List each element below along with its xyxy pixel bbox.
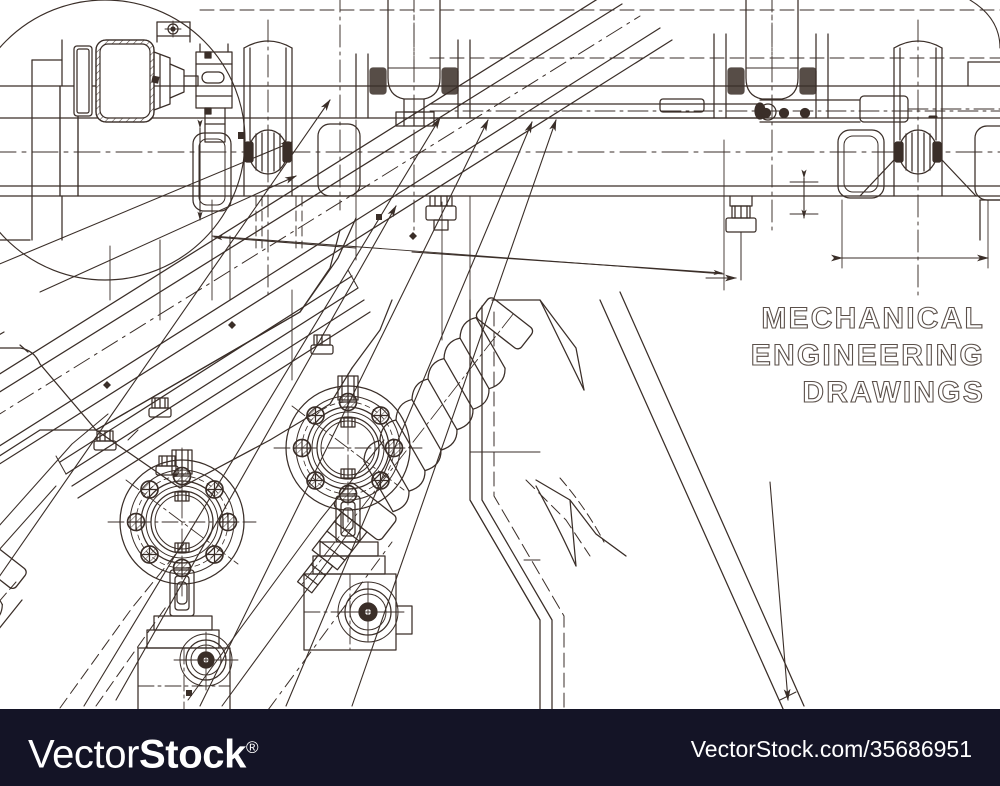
diagonal-main-beam	[0, 0, 673, 465]
top-cylinder-center	[355, 0, 471, 127]
lower-left-plate	[0, 581, 23, 629]
vectorstock-logo: VectorStock®	[28, 726, 258, 776]
title-line-1: MECHANICAL	[761, 301, 985, 335]
watermark-url: VectorStock.com/35686951	[690, 736, 972, 762]
secondary-coil-spring	[0, 542, 27, 625]
valve-stem-bottom	[335, 468, 361, 543]
chute-center-dots	[103, 232, 417, 389]
title-line-2: ENGINEERING	[750, 338, 985, 372]
top-beam-hidden-lines	[199, 9, 1000, 59]
vertical-centerlines	[267, 0, 919, 301]
hanging-bolt-fitting	[725, 195, 757, 281]
diagonal-hopper-outline	[0, 217, 393, 369]
brand-bold-text: Stock	[139, 732, 246, 777]
diagonal-guide-rail	[55, 269, 371, 499]
leader-lines	[0, 99, 557, 707]
detail-view-circle	[0, 0, 246, 281]
dimension-lines	[197, 119, 989, 701]
registered-mark: ®	[245, 738, 259, 757]
angled-bracket-large	[469, 299, 591, 709]
watermark-footer-bar: VectorStock® VectorStock.com/35686951	[0, 709, 1000, 786]
upper-flange-valve	[273, 373, 423, 543]
beam-cutouts	[192, 123, 1000, 212]
bracket-fold-detail	[535, 477, 627, 567]
title-block: MECHANICAL ENGINEERING DRAWINGS	[700, 300, 985, 411]
target-symbol	[156, 20, 191, 43]
top-right-arc	[969, 0, 1000, 49]
misc-detail-lines	[159, 195, 303, 321]
tie-rod-linkage	[429, 95, 1000, 123]
valve-stem-bottom	[169, 542, 195, 617]
diagonal-hopper-body	[0, 229, 353, 489]
section-cut-lines	[0, 413, 393, 709]
under-beam-bolts-left	[425, 195, 457, 231]
right-edge-structure	[967, 61, 1000, 241]
lower-flange-valve	[107, 447, 257, 617]
main-coil-spring	[296, 297, 534, 594]
spline-shaft-hub	[195, 43, 233, 143]
valve-stem-top	[171, 449, 193, 502]
construction-lines	[109, 119, 725, 381]
brand-light-text: Vector	[28, 732, 139, 777]
title-line-3: DRAWINGS	[802, 375, 985, 409]
valve-stem-top	[337, 375, 359, 428]
upper-valve-body	[303, 541, 413, 651]
square-markers	[151, 75, 382, 696]
hatched-cylinder-body	[73, 39, 199, 123]
left-column	[0, 39, 63, 241]
spring-threaded-rod	[296, 511, 368, 594]
